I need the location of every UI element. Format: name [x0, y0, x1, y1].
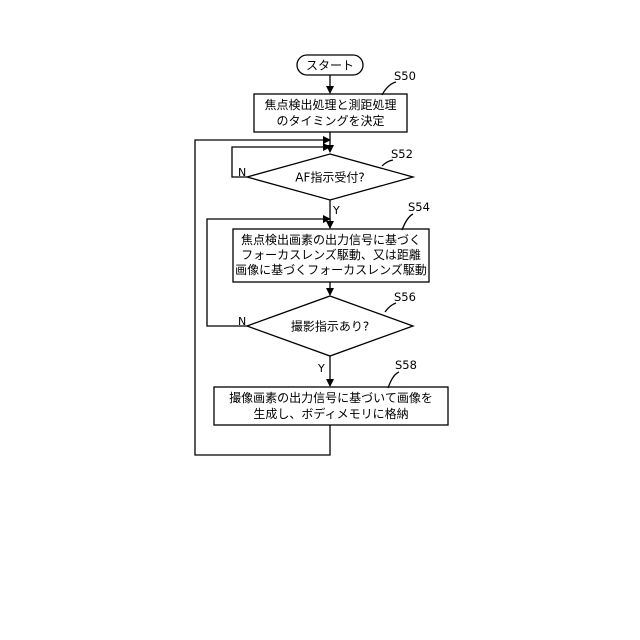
- s54-text-line-3: 画像に基づくフォーカスレンズ駆動: [235, 262, 427, 277]
- s50-leader-line: [382, 82, 396, 95]
- s50-text-line-2: のタイミングを決定: [276, 113, 384, 128]
- s56-no-label: N: [238, 315, 246, 328]
- s58-leader-line: [388, 372, 399, 388]
- s56-leader-line: [385, 303, 396, 312]
- s54-leader-line: [402, 214, 413, 230]
- s52-yes-label: Y: [332, 204, 340, 217]
- s52-no-label: N: [238, 166, 246, 179]
- s56-step-id: S56: [394, 290, 416, 304]
- s58-step-id: S58: [395, 358, 417, 372]
- s56-yes-label: Y: [317, 362, 325, 375]
- s54-step-id: S54: [408, 200, 430, 214]
- s50-step-id: S50: [394, 69, 416, 83]
- s52-step-id: S52: [391, 147, 413, 161]
- s50-text-line-1: 焦点検出処理と測距処理: [264, 98, 396, 112]
- s54-text-line-1: 焦点検出画素の出力信号に基づく: [241, 233, 421, 247]
- s56-question: 撮影指示あり?: [291, 319, 369, 334]
- s58-text-line-1: 撮像画素の出力信号に基づいて画像を: [229, 391, 433, 405]
- s52-question: AF指示受付?: [295, 170, 364, 185]
- start-label: スタート: [306, 59, 354, 73]
- s54-text-line-2: フォーカスレンズ駆動、又は距離: [241, 247, 421, 262]
- s58-text-line-2: 生成し、ボディメモリに格納: [253, 406, 408, 421]
